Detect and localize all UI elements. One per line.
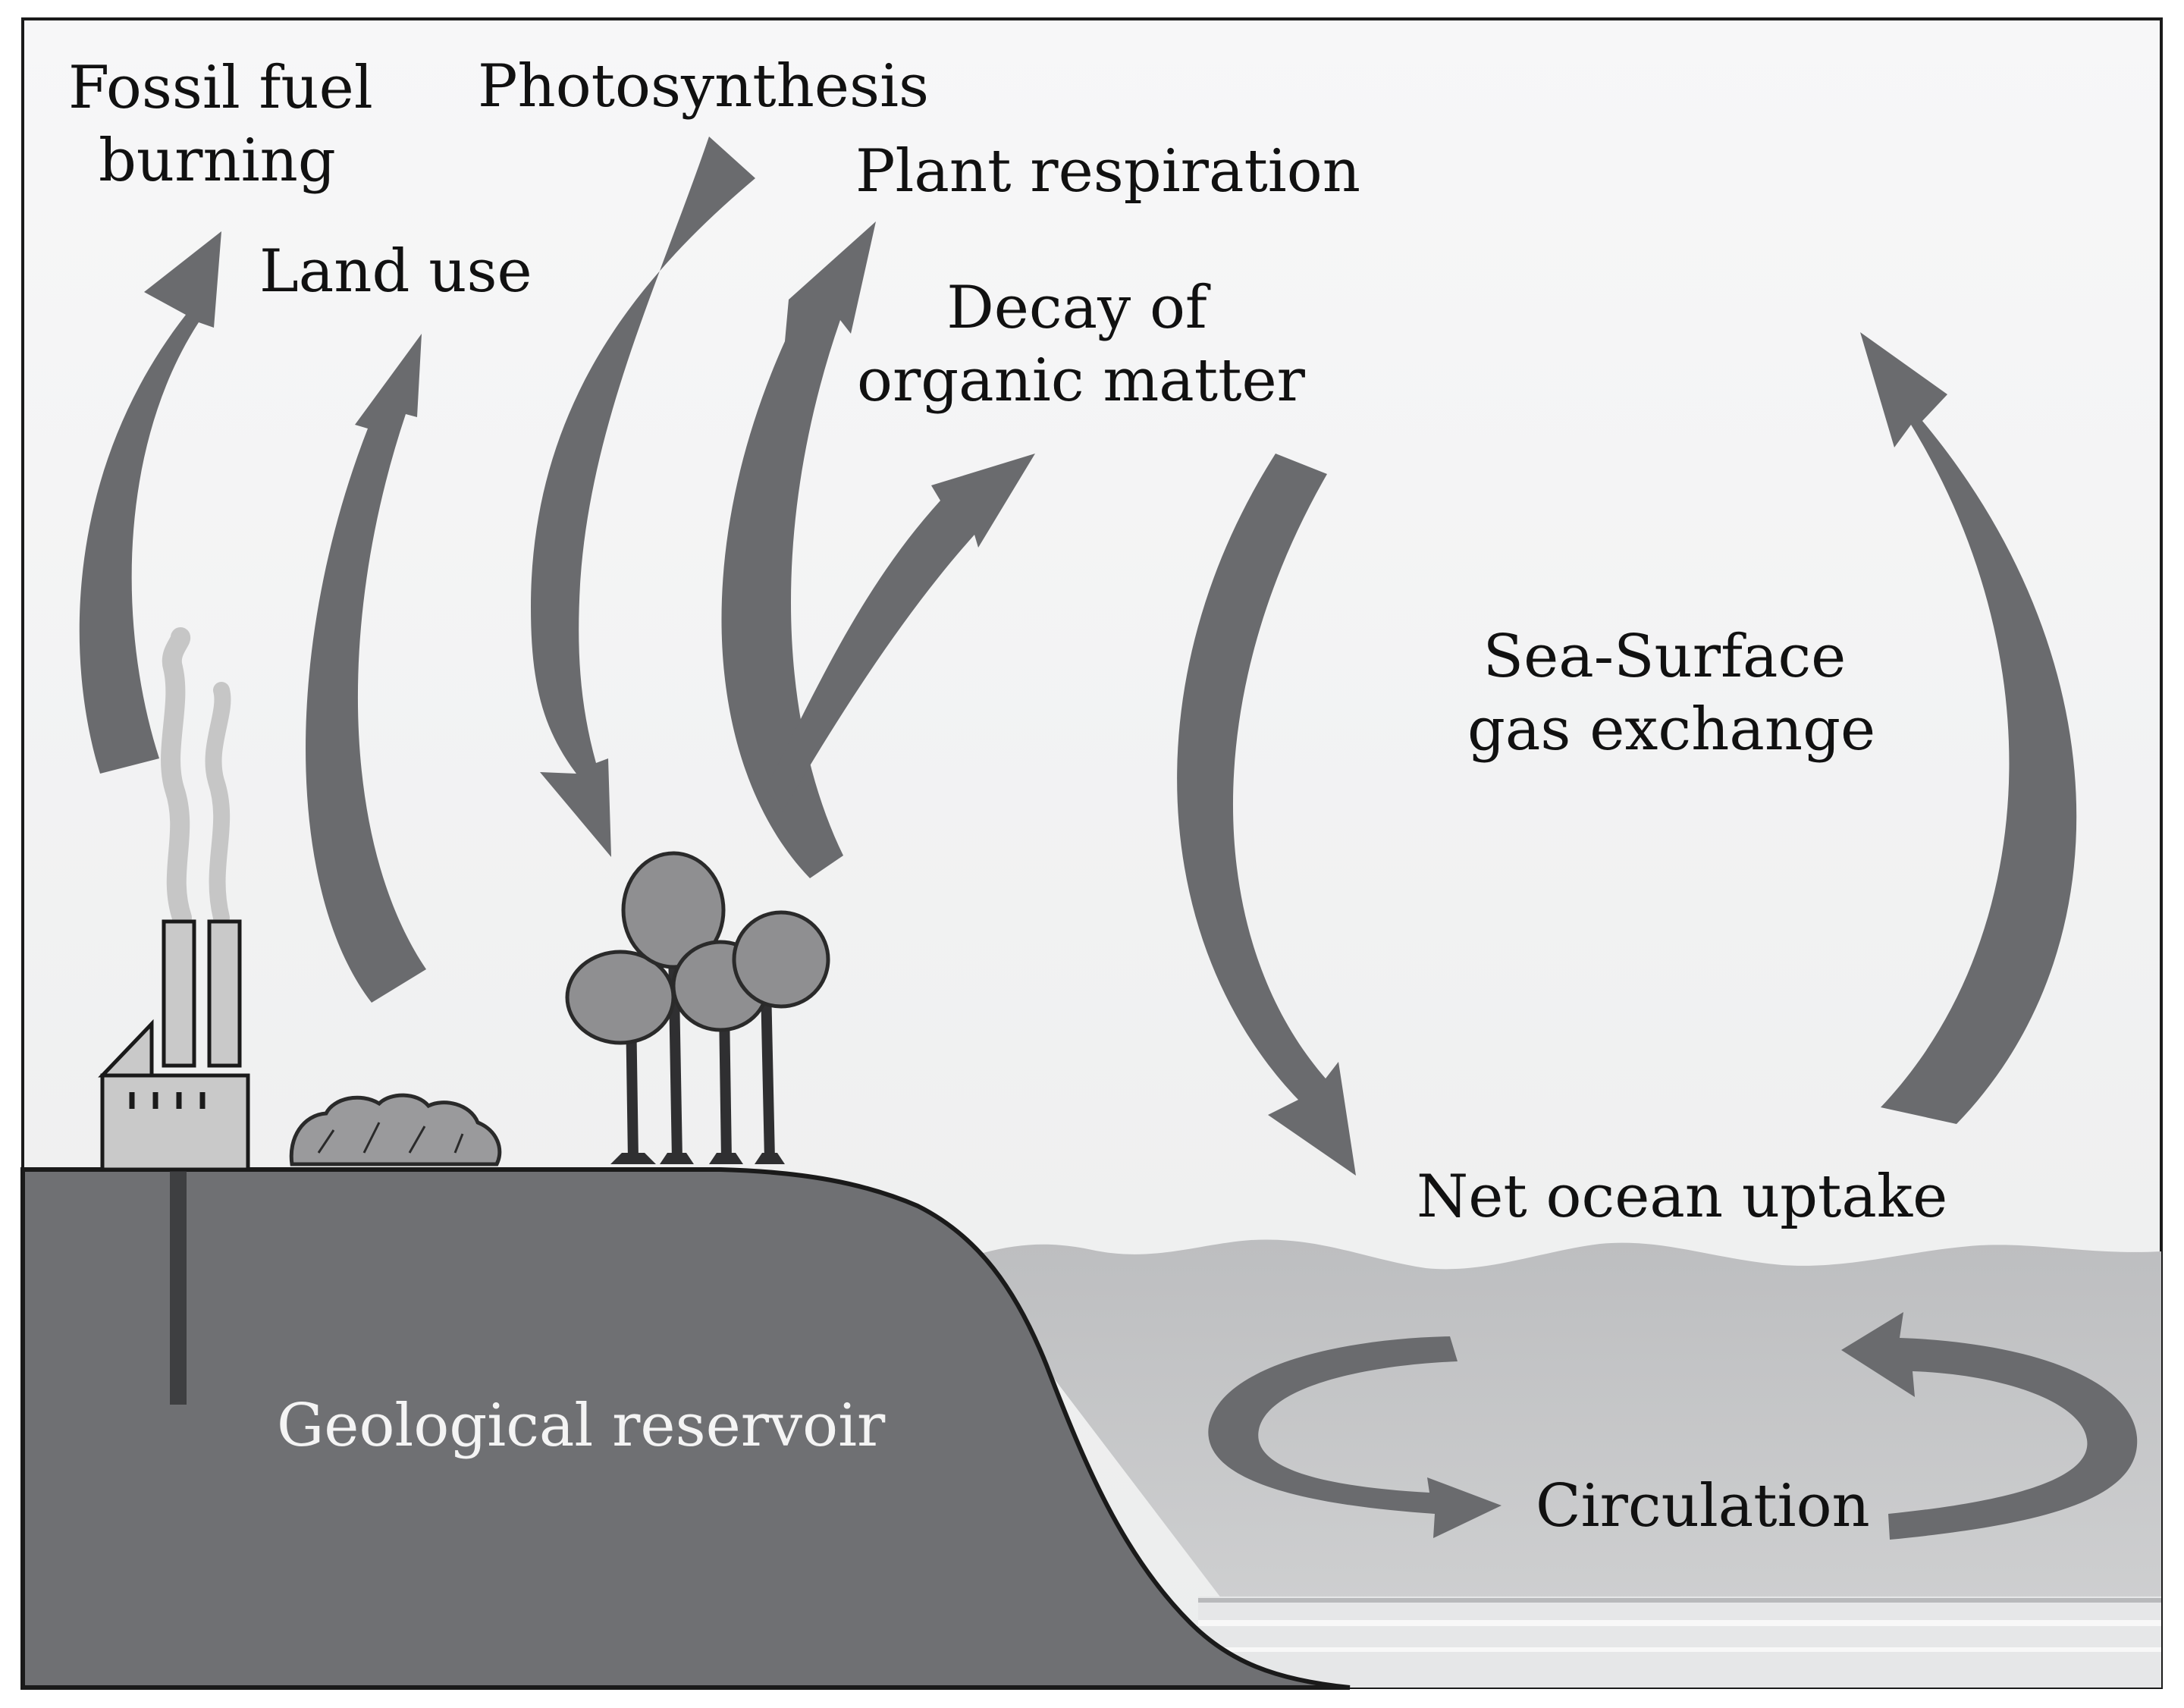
photosynthesis-label: Photosynthesis: [478, 52, 930, 121]
decay-of-organic-matter-label: Decay of organic matter: [857, 272, 1305, 417]
sea-floor: [1198, 1597, 2161, 1688]
geological-reservoir-landmass: [20, 1167, 1351, 1690]
fossil-fuel-burning-label-line-1: Fossil fuel: [68, 54, 373, 122]
well-pipe: [170, 1170, 187, 1405]
sea-surface-gas-exchange-label: Sea-Surface gas exchange: [1467, 620, 1876, 766]
sea-surface-label-line-1: Sea-Surface: [1483, 623, 1847, 691]
fossil-fuel-burning-arrow: [79, 231, 221, 774]
circulation-right-arrow: [1841, 1312, 2138, 1540]
fossil-fuel-burning-label: Fossil fuel burning: [68, 52, 373, 197]
circulation-left-arrow: [1208, 1336, 1502, 1538]
circulation-label: Circulation: [1536, 1472, 1870, 1540]
decay-of-organic-matter-arrow: [766, 454, 1035, 812]
sea-surface-gas-exchange-arrow: [1860, 332, 2077, 1124]
shrub-icon: [289, 1093, 502, 1166]
plant-respiration-label: Plant respiration: [855, 137, 1360, 206]
decay-label-line-1: Decay of: [946, 274, 1207, 342]
geological-reservoir-label: Geological reservoir: [277, 1392, 886, 1460]
net-ocean-uptake-label: Net ocean uptake: [1417, 1163, 1948, 1231]
photosynthesis-arrow: [531, 137, 755, 857]
smoke-plumes: [161, 627, 231, 928]
tree-icon: [565, 851, 830, 1164]
net-ocean-uptake-arrow: [1177, 454, 1356, 1176]
plant-respiration-arrow: [721, 221, 876, 878]
land-use-arrow: [306, 334, 426, 1003]
fossil-fuel-burning-label-line-2: burning: [99, 127, 336, 195]
land-use-label: Land use: [259, 237, 532, 306]
factory-icon: [98, 919, 250, 1172]
sea-surface-label-line-2: gas exchange: [1467, 695, 1876, 764]
decay-label-line-2: organic matter: [857, 347, 1305, 415]
